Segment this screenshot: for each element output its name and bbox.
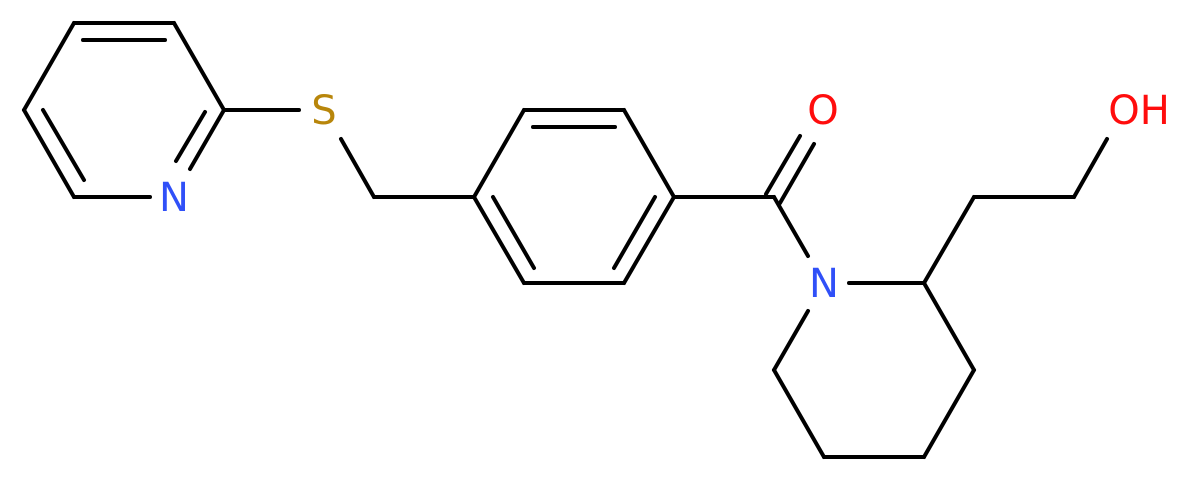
- piperidine-ring: [772, 281, 976, 459]
- thioether-linker: [222, 108, 476, 199]
- hydroxyl-label: OH: [1108, 88, 1170, 134]
- benzene-ring: [472, 108, 676, 285]
- carbonyl-group: [672, 134, 816, 258]
- hydroxyethyl-chain: [922, 137, 1109, 285]
- amide-nitrogen-label: N: [809, 261, 839, 307]
- pyridine-nitrogen-label: N: [159, 175, 189, 221]
- pyridine-ring: [22, 21, 226, 199]
- sulfur-label: S: [311, 88, 336, 134]
- carbonyl-oxygen-label: O: [807, 88, 838, 134]
